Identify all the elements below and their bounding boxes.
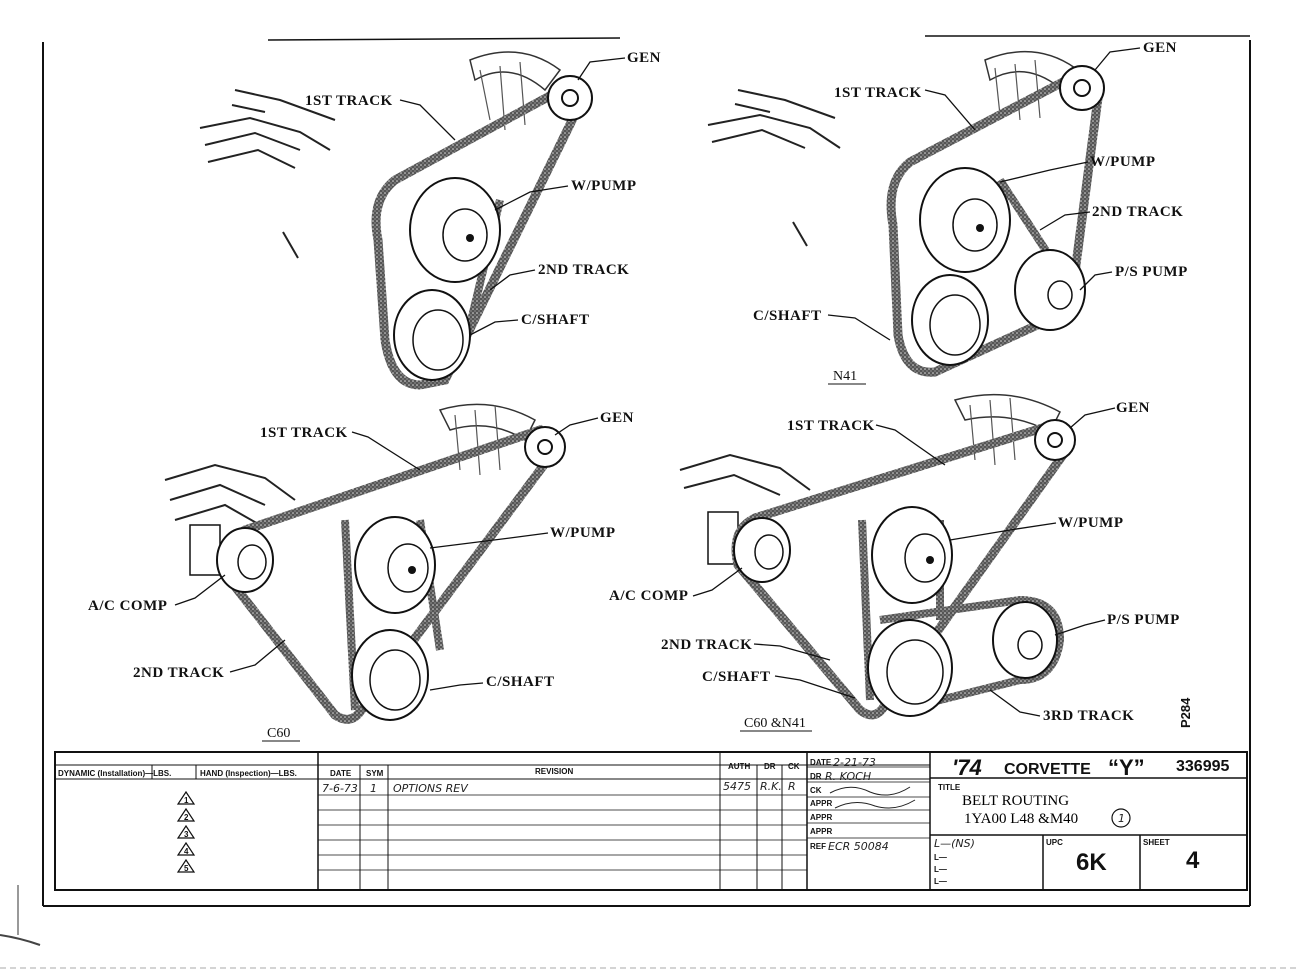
rev-description: OPTIONS REV	[393, 782, 469, 795]
label-first-track: 1ST TRACK	[305, 93, 393, 109]
label-c-shaft: C/SHAFT	[702, 669, 771, 685]
label-w-pump: W/PUMP	[550, 525, 615, 541]
label-third-track: 3RD TRACK	[1043, 708, 1134, 724]
col-auth: AUTH	[728, 762, 750, 771]
label-first-track: 1ST TRACK	[260, 425, 348, 441]
sheet-label: SHEET	[1143, 838, 1170, 847]
label-first-track: 1ST TRACK	[787, 418, 875, 434]
rev-sym: 1	[370, 782, 377, 795]
config-label: C60 &N41	[744, 716, 806, 731]
appr-signature	[834, 799, 916, 809]
triangle-4: 4	[184, 847, 189, 856]
label-c-shaft: C/SHAFT	[753, 308, 822, 324]
label-p-s-pump: P/S PUMP	[1107, 612, 1180, 628]
label-w-pump: W/PUMP	[1090, 154, 1155, 170]
heading-year: '74	[952, 755, 982, 780]
heading-number: 336995	[1176, 758, 1229, 775]
heading-series: “Y”	[1108, 755, 1145, 780]
title-block: DYNAMIC (Installation)—LBS. HAND (Inspec…	[54, 751, 1248, 891]
approval-appr-label-3: APPR	[810, 827, 832, 836]
label-a-c-comp: A/C COMP	[88, 598, 167, 614]
page-code: P284	[1178, 697, 1193, 728]
sheet-value: 4	[1186, 847, 1200, 874]
label-second-track: 2ND TRACK	[538, 262, 629, 278]
l-item-3: L—	[934, 865, 947, 874]
heading-model: CORVETTE	[1004, 761, 1091, 778]
col-revision: REVISION	[535, 767, 573, 776]
upc-value: 6K	[1076, 849, 1107, 876]
label-a-c-comp: A/C COMP	[609, 588, 688, 604]
upc-label: UPC	[1046, 838, 1063, 847]
approval-dr-label: DR	[810, 772, 822, 781]
label-w-pump: W/PUMP	[1058, 515, 1123, 531]
approval-ref-label: REF	[810, 842, 826, 851]
label-second-track: 2ND TRACK	[1092, 204, 1183, 220]
triangle-5: 5	[184, 864, 189, 873]
l-item-4: L—	[934, 877, 947, 886]
title-line-2: 1YA00 L48 &M40	[964, 811, 1078, 827]
l-item-2: L—	[934, 853, 947, 862]
rev-ck: R	[788, 780, 796, 793]
approval-appr-label-2: APPR	[810, 813, 832, 822]
title-rev-circle: 1	[1118, 812, 1125, 825]
l-item-1: L—(NS)	[934, 837, 975, 850]
diagram-bottom-right: 1ST TRACK GEN W/PUMP A/C COMP P/S PUMP 2…	[609, 393, 1180, 732]
ck-signature	[829, 786, 911, 796]
col-date: DATE	[330, 769, 352, 778]
label-p-s-pump: P/S PUMP	[1115, 264, 1188, 280]
label-gen: GEN	[1116, 400, 1150, 416]
diagram-top-right: 1ST TRACK GEN W/PUMP 2ND TRACK P/S PUMP …	[707, 40, 1188, 385]
triangle-1: 1	[184, 796, 189, 805]
approval-ref: ECR 50084	[828, 840, 889, 853]
label-second-track: 2ND TRACK	[661, 637, 752, 653]
approval-ck-label: CK	[810, 786, 822, 795]
approval-date: 2-21-73	[833, 756, 876, 769]
rev-dr: R.K.	[760, 780, 782, 793]
diagram-bottom-left: 1ST TRACK GEN W/PUMP A/C COMP 2ND TRACK …	[88, 403, 634, 742]
triangle-2: 2	[184, 813, 189, 822]
label-gen: GEN	[600, 410, 634, 426]
rev-auth: 5475	[723, 780, 751, 793]
dynamic-label: DYNAMIC (Installation)—LBS.	[58, 769, 171, 778]
label-first-track: 1ST TRACK	[834, 85, 922, 101]
revision-triangles: 1 2 3 4 5	[176, 790, 196, 873]
col-sym: SYM	[366, 769, 384, 778]
label-gen: GEN	[1143, 40, 1177, 56]
diagram-top-left: 1ST TRACK GEN W/PUMP 2ND TRACK C/SHAFT	[199, 50, 661, 390]
config-label: N41	[833, 369, 857, 384]
title-label: TITLE	[938, 783, 961, 792]
hand-label: HAND (Inspection)—LBS.	[200, 769, 297, 778]
approval-appr-label: APPR	[810, 799, 832, 808]
title-line-1: BELT ROUTING	[962, 793, 1069, 809]
triangle-3: 3	[184, 830, 189, 839]
label-second-track: 2ND TRACK	[133, 665, 224, 681]
col-dr: DR	[764, 762, 776, 771]
approval-date-label: DATE	[810, 758, 832, 767]
label-w-pump: W/PUMP	[571, 178, 636, 194]
col-ck: CK	[788, 762, 800, 771]
approval-dr: R. KOCH	[825, 770, 871, 783]
label-c-shaft: C/SHAFT	[521, 312, 590, 328]
rev-date: 7-6-73	[322, 782, 358, 795]
config-label: C60	[267, 726, 290, 741]
label-c-shaft: C/SHAFT	[486, 674, 555, 690]
label-gen: GEN	[627, 50, 661, 66]
